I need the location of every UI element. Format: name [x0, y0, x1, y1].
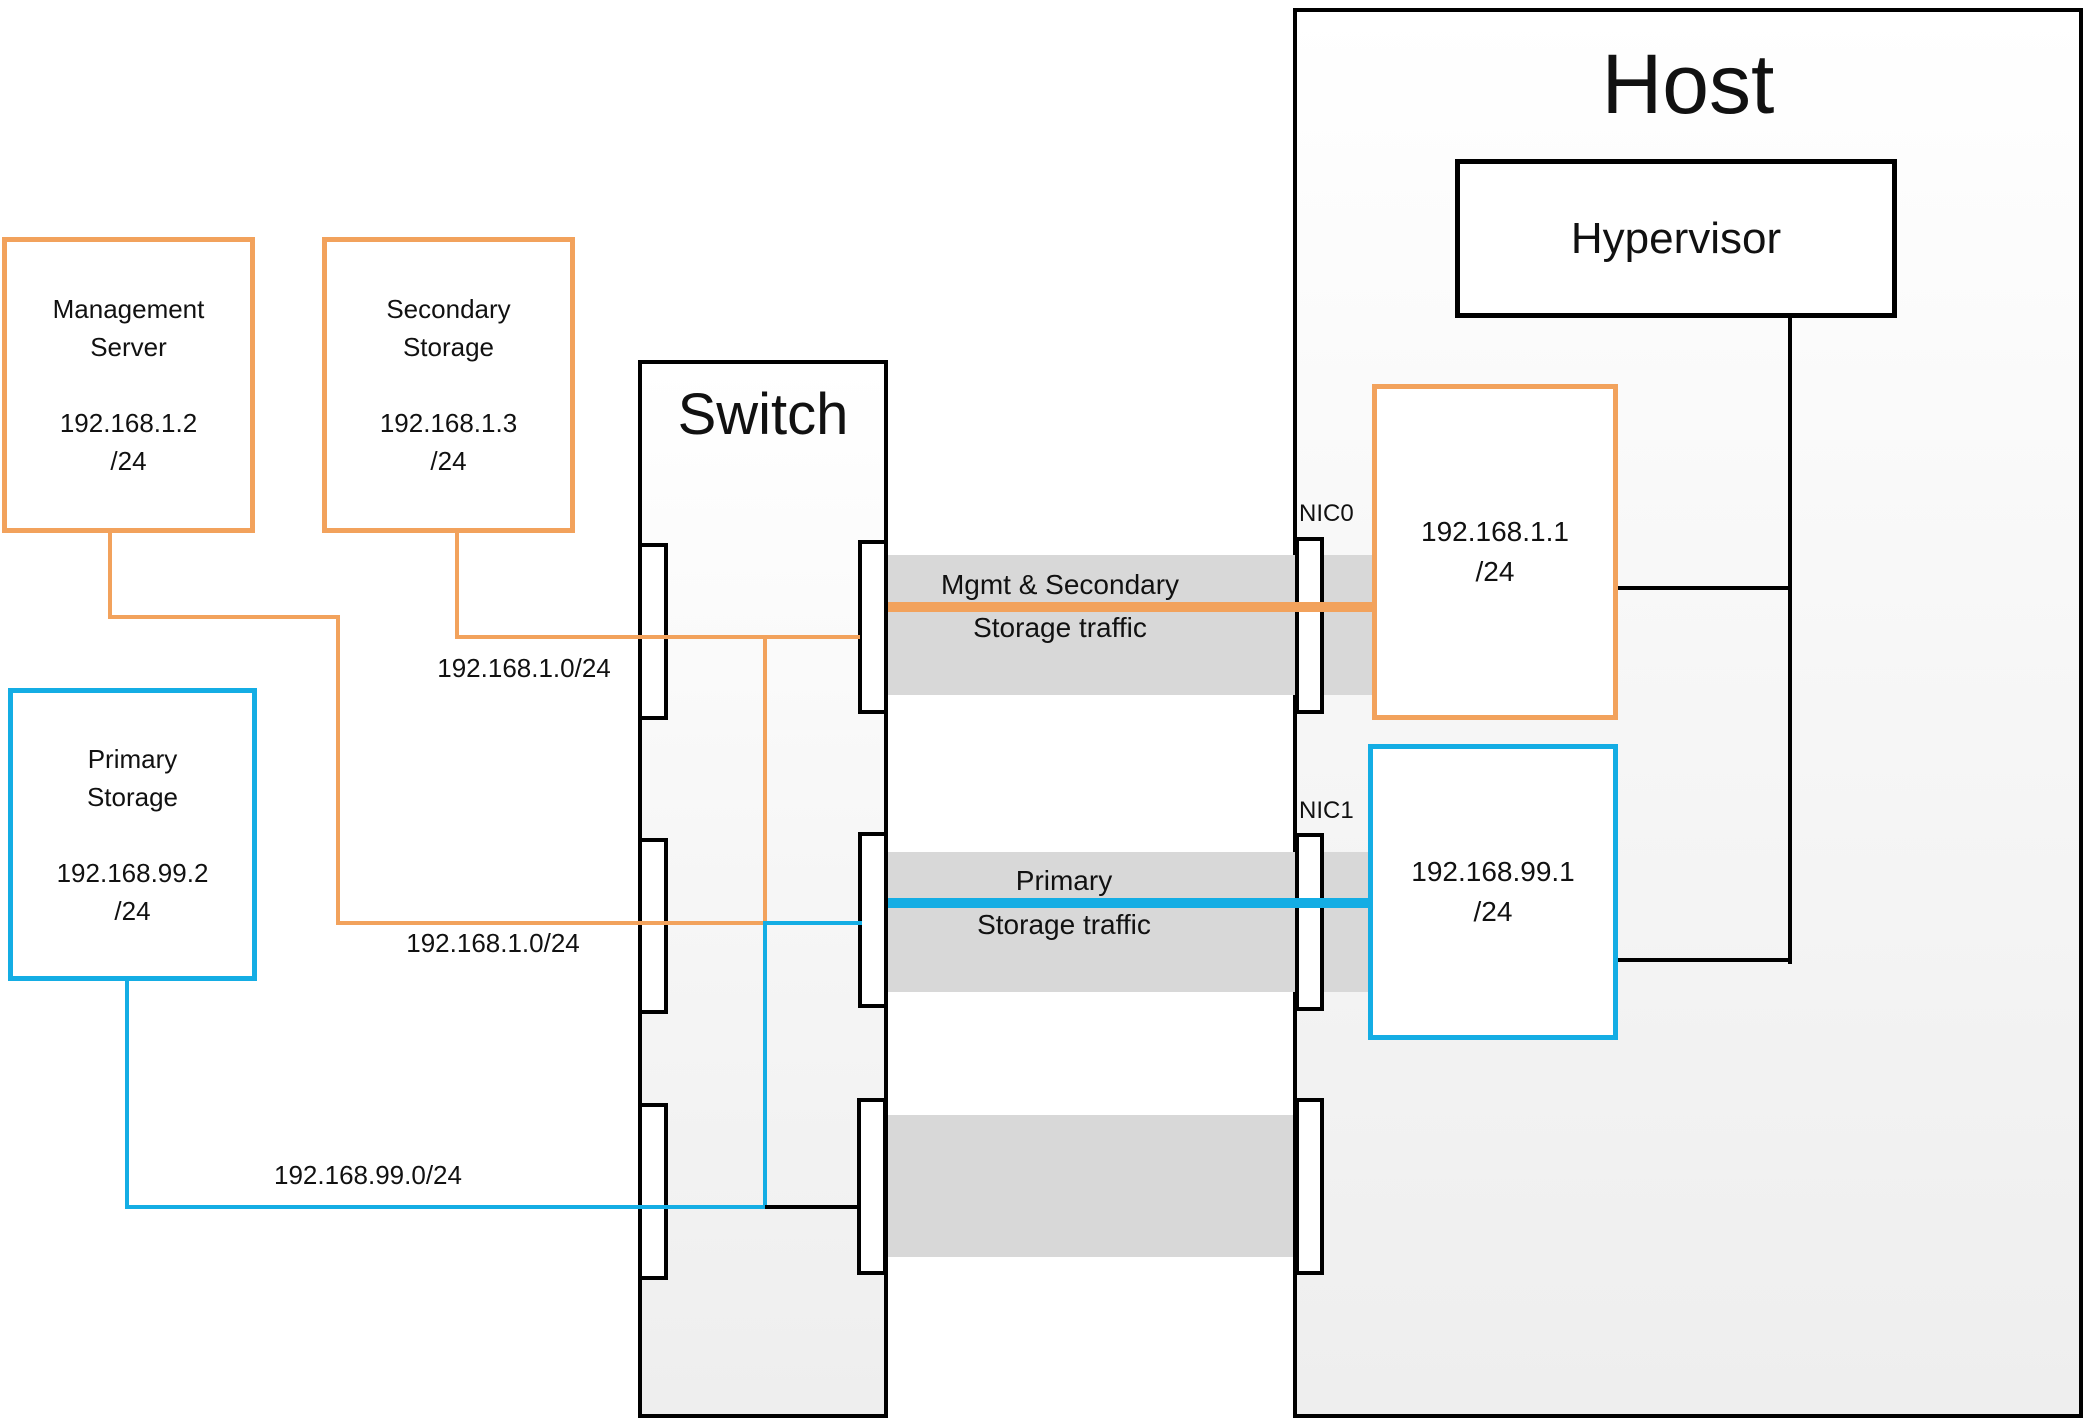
host-port-nic0	[1295, 537, 1324, 714]
host-port-nic1	[1295, 833, 1324, 1011]
band1-caption-line2: Storage traffic	[973, 612, 1147, 643]
secondary-link-segment-to-switch	[455, 635, 860, 639]
band2-caption-line1: Primary	[1015, 865, 1113, 896]
management-ip: 192.168.1.2	[59, 408, 198, 438]
blue-internal-riser	[763, 923, 767, 1209]
hypervisor-riser	[1788, 318, 1792, 964]
secondary-name-line2: Storage	[402, 332, 495, 362]
secondary-mask: /24	[430, 446, 467, 476]
secondary-name-line1: Secondary	[386, 294, 511, 324]
nic0-ip: 192.168.1.1	[1421, 516, 1569, 547]
nic1-address-box: 192.168.99.1 /24	[1368, 744, 1618, 1040]
hypervisor-to-nic1	[1618, 958, 1792, 962]
subnet-label-mgmt-secondary: 192.168.1.0/24	[437, 653, 611, 683]
switch-right-port-3	[857, 1098, 887, 1275]
management-name-line1: Management	[52, 294, 205, 324]
hypervisor-box: Hypervisor	[1455, 159, 1897, 318]
primary-link-segment-to-switch	[125, 1205, 767, 1209]
mgmt-secondary-traffic-line	[888, 602, 1372, 612]
band1-caption-line1: Mgmt & Secondary	[940, 569, 1180, 600]
primary-traffic-line	[888, 898, 1368, 908]
subnet-label-mgmt-host: 192.168.1.0/24	[406, 928, 580, 958]
nic1-port-label: NIC1	[1299, 797, 1354, 824]
primary-link-segment-down	[125, 980, 129, 1209]
subnet-label-primary: 192.168.99.0/24	[274, 1160, 462, 1190]
switch-left-port-1	[638, 543, 668, 720]
nic0-port-label: NIC0	[1299, 500, 1354, 527]
primary-ip: 192.168.99.2	[56, 857, 209, 888]
mgmt-link-segment-to-switch	[336, 921, 767, 925]
switch-right-port-1	[858, 540, 888, 714]
primary-storage-box: Primary Storage 192.168.99.2 /24	[8, 688, 257, 981]
management-server-box: Management Server 192.168.1.2 /24	[2, 237, 255, 533]
mgmt-link-segment-down2	[336, 615, 340, 925]
hypervisor-label: Hypervisor	[1570, 213, 1782, 263]
traffic-band-primary	[888, 852, 1368, 992]
management-mask: /24	[110, 446, 147, 476]
nic0-mask: /24	[1475, 556, 1515, 587]
primary-mask: /24	[114, 895, 151, 926]
secondary-storage-box: Secondary Storage 192.168.1.3 /24	[322, 237, 575, 533]
nic1-ip: 192.168.99.1	[1411, 856, 1575, 887]
management-name-line2: Server	[90, 332, 167, 362]
nic0-address-box: 192.168.1.1 /24	[1372, 384, 1618, 720]
switch-left-port-2	[638, 838, 668, 1014]
primary-name-line2: Storage	[86, 781, 179, 812]
nic1-mask: /24	[1473, 896, 1513, 927]
primary-name-line1: Primary	[87, 743, 178, 774]
traffic-band-unused	[888, 1115, 1293, 1257]
blue-internal-to-port	[763, 921, 862, 925]
orange-internal-riser	[763, 635, 767, 925]
black-internal-to-port	[765, 1205, 860, 1209]
host-title: Host	[1601, 37, 1775, 131]
switch-right-port-2	[858, 832, 888, 1008]
switch-title: Switch	[677, 382, 849, 447]
mgmt-link-segment-across	[108, 615, 340, 619]
secondary-link-segment-down	[455, 533, 459, 637]
secondary-ip: 192.168.1.3	[379, 408, 518, 438]
traffic-band-mgmt-secondary	[888, 555, 1372, 695]
mgmt-link-segment-down	[108, 533, 112, 619]
switch-left-port-3	[638, 1103, 668, 1280]
hypervisor-to-nic0	[1618, 586, 1790, 590]
host-port-unused	[1295, 1098, 1324, 1275]
band2-caption-line2: Storage traffic	[977, 909, 1151, 940]
